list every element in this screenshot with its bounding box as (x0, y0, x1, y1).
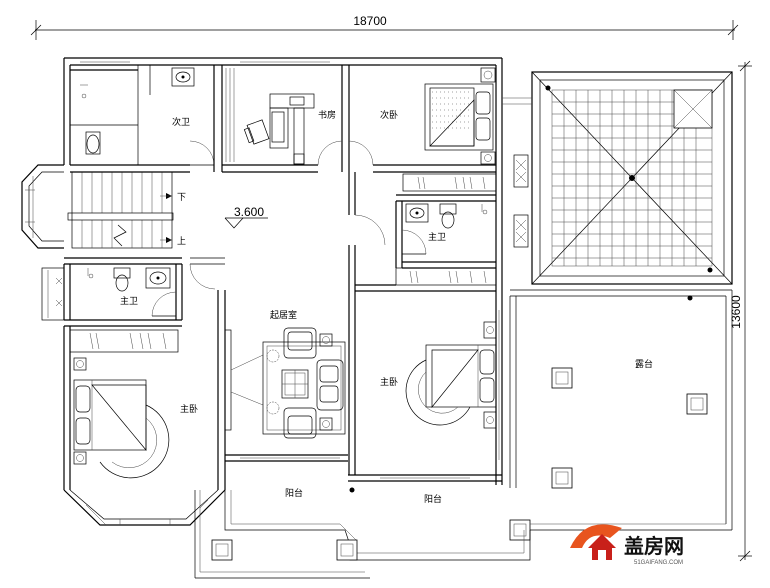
elevation-label: 3.600 (234, 205, 264, 219)
staircase: 下 上 (67, 171, 186, 249)
wall-windows (80, 61, 500, 479)
stair-down-label: 下 (177, 193, 186, 203)
watermark-logo: 盖房网 51GAIFANG.COM (570, 524, 684, 566)
room-label-living-room: 起居室 (270, 309, 297, 321)
room-label-terrace: 露台 (635, 358, 653, 370)
room-label-balcony-right: 阳台 (424, 493, 442, 505)
terrace: 露台 (509, 289, 733, 541)
room-label-master-bath-left: 主卫 (120, 295, 138, 307)
watermark-name: 盖房网 (624, 534, 684, 558)
room-label-master-bedroom-left: 主卧 (180, 403, 198, 415)
roof-pyramid (531, 71, 733, 285)
width-dimension-label: 18700 (353, 14, 387, 28)
room-label-study: 书房 (318, 109, 336, 121)
secondary-bath: 次卫 (70, 65, 223, 173)
study: 书房 (222, 65, 350, 173)
room-label-secondary-bath: 次卫 (172, 116, 190, 128)
wardrobe-right (395, 267, 497, 286)
wardrobe-upper (402, 173, 497, 192)
elevation-marker: 3.600 (224, 205, 268, 229)
wardrobe-left (69, 329, 179, 353)
stair-up-label: 上 (177, 236, 186, 247)
master-bath-right: 主卫 (395, 194, 496, 269)
height-dimension-label: 13600 (729, 295, 743, 329)
height-dimension: 13600 (729, 60, 752, 562)
logo-house-icon (588, 534, 616, 560)
living-room: 起居室 (224, 309, 346, 439)
width-dimension: 18700 (30, 14, 739, 40)
master-bedroom-right: 主卧 (380, 321, 497, 429)
room-label-master-bedroom-right: 主卧 (380, 376, 398, 388)
secondary-bedroom: 次卧 (348, 64, 496, 173)
watermark-url: 51GAIFANG.COM (634, 560, 683, 566)
master-bath-left: 主卫 (41, 257, 183, 327)
room-label-master-bath-right: 主卫 (428, 231, 446, 243)
master-bedroom-left: 主卧 (63, 290, 226, 526)
logo-swoosh-icon (570, 524, 622, 548)
balconies: 阳台 阳台 (194, 487, 732, 579)
stair-bay-window (21, 164, 64, 249)
room-label-balcony-left: 阳台 (285, 487, 303, 499)
room-label-secondary-bedroom: 次卧 (380, 109, 398, 121)
side-windows (502, 97, 532, 248)
corridor-walls (189, 172, 496, 475)
